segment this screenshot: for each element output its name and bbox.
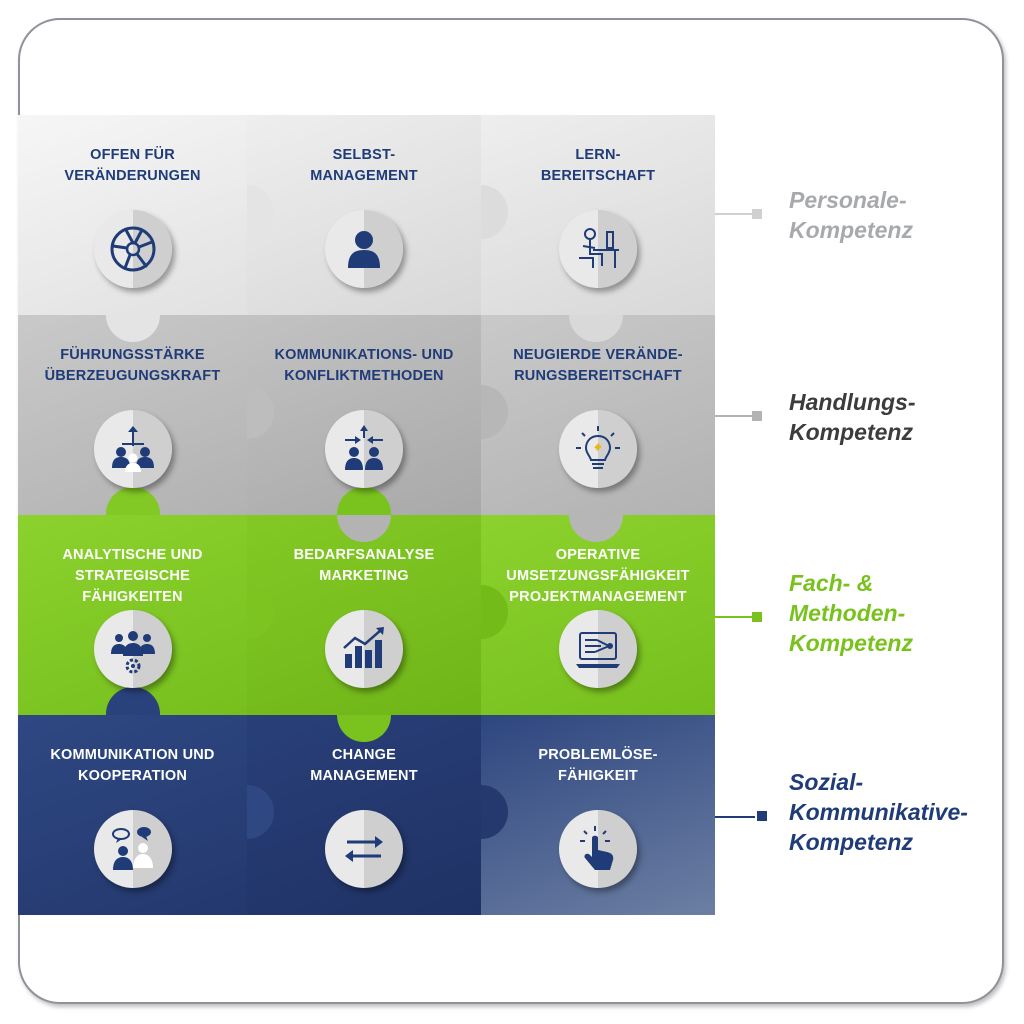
desk-study-icon	[559, 210, 637, 288]
piece-title: ANALYTISCHE UND STRATEGISCHE FÄHIGKEITEN	[62, 547, 203, 605]
puzzle-piece-bedarfsanalyse: BEDARFSANALYSE MARKETING	[247, 515, 481, 715]
legend-personale-kompetenz: Personale- Kompetenz	[789, 187, 913, 243]
lightbulb-icon	[559, 410, 637, 488]
legend-connector-handlungs	[715, 415, 755, 417]
touch-hand-icon	[559, 810, 637, 888]
bar-chart-growth-icon	[325, 610, 403, 688]
puzzle-piece-analytische-faehigkeiten: ANALYTISCHE UND STRATEGISCHE FÄHIGKEITEN	[18, 515, 247, 715]
leader-arrow-icon	[93, 410, 172, 488]
puzzle-piece-change-management: CHANGE MANAGEMENT	[247, 715, 481, 915]
puzzle-piece-offen-fuer-veraenderungen: OFFEN FÜR VERÄNDERUNGEN	[18, 115, 247, 315]
piece-title: NEUGIERDE VERÄNDE- RUNGSBEREITSCHAFT	[513, 347, 683, 384]
converging-arrows-people-icon	[325, 410, 403, 488]
puzzle-piece-kommunikation-kooperation: KOMMUNIKATION UND KOOPERATION	[18, 715, 247, 915]
puzzle-grid: OFFEN FÜR VERÄNDERUNGEN	[18, 115, 715, 915]
laptop-flow-icon	[559, 610, 637, 688]
piece-title: OPERATIVE UMSETZUNGSFÄHIGKEIT PROJEKTMAN…	[506, 547, 690, 605]
swap-arrows-icon	[325, 810, 403, 888]
legend-connector-fach-methoden	[715, 616, 755, 618]
piece-title: BEDARFSANALYSE MARKETING	[293, 547, 435, 584]
puzzle-piece-operative-umsetzung: OPERATIVE UMSETZUNGSFÄHIGKEIT PROJEKTMAN…	[481, 515, 715, 715]
aperture-icon	[93, 210, 172, 288]
piece-title: CHANGE MANAGEMENT	[310, 747, 418, 784]
piece-title: SELBST- MANAGEMENT	[310, 147, 418, 184]
piece-title: FÜHRUNGSSTÄRKE ÜBERZEUGUNGSKRAFT	[44, 347, 221, 384]
piece-title: KOMMUNIKATION UND KOOPERATION	[50, 747, 215, 784]
puzzle-piece-fuehrungsstaerke: FÜHRUNGSSTÄRKE ÜBERZEUGUNGSKRAFT	[18, 315, 247, 515]
legend-fach-methoden-kompetenz: Fach- & Methoden- Kompetenz	[789, 570, 913, 656]
legend-handlungs-kompetenz: Handlungs- Kompetenz	[789, 389, 916, 445]
piece-title: PROBLEMLÖSE- FÄHIGKEIT	[538, 747, 658, 784]
piece-title: KOMMUNIKATIONS- UND KONFLIKTMETHODEN	[274, 347, 454, 384]
legend-marker-handlungs	[752, 411, 762, 421]
team-gear-icon	[93, 610, 172, 688]
puzzle-piece-neugierde: NEUGIERDE VERÄNDE- RUNGSBEREITSCHAFT	[481, 315, 715, 515]
puzzle-piece-problemloesefaehigkeit: PROBLEMLÖSE- FÄHIGKEIT	[481, 715, 715, 915]
legend-marker-personale	[752, 209, 762, 219]
puzzle-piece-lernbereitschaft: LERN- BEREITSCHAFT	[481, 115, 715, 315]
speech-bubbles-people-icon	[93, 810, 172, 888]
legend-marker-sozial	[757, 811, 767, 821]
legend-connector-personale	[715, 213, 755, 215]
legend-marker-fach-methoden	[752, 612, 762, 622]
legend-connector-sozial	[715, 816, 755, 818]
piece-title: LERN- BEREITSCHAFT	[540, 147, 656, 184]
puzzle-piece-kommunikationsmethoden: KOMMUNIKATIONS- UND KONFLIKTMETHODEN	[247, 315, 481, 515]
piece-title: OFFEN FÜR VERÄNDERUNGEN	[64, 147, 201, 184]
person-icon	[325, 210, 403, 288]
legend-sozial-kommunikative-kompetenz: Sozial- Kommunikative- Kompetenz	[789, 769, 968, 855]
puzzle-piece-selbstmanagement: SELBST- MANAGEMENT	[247, 115, 481, 315]
